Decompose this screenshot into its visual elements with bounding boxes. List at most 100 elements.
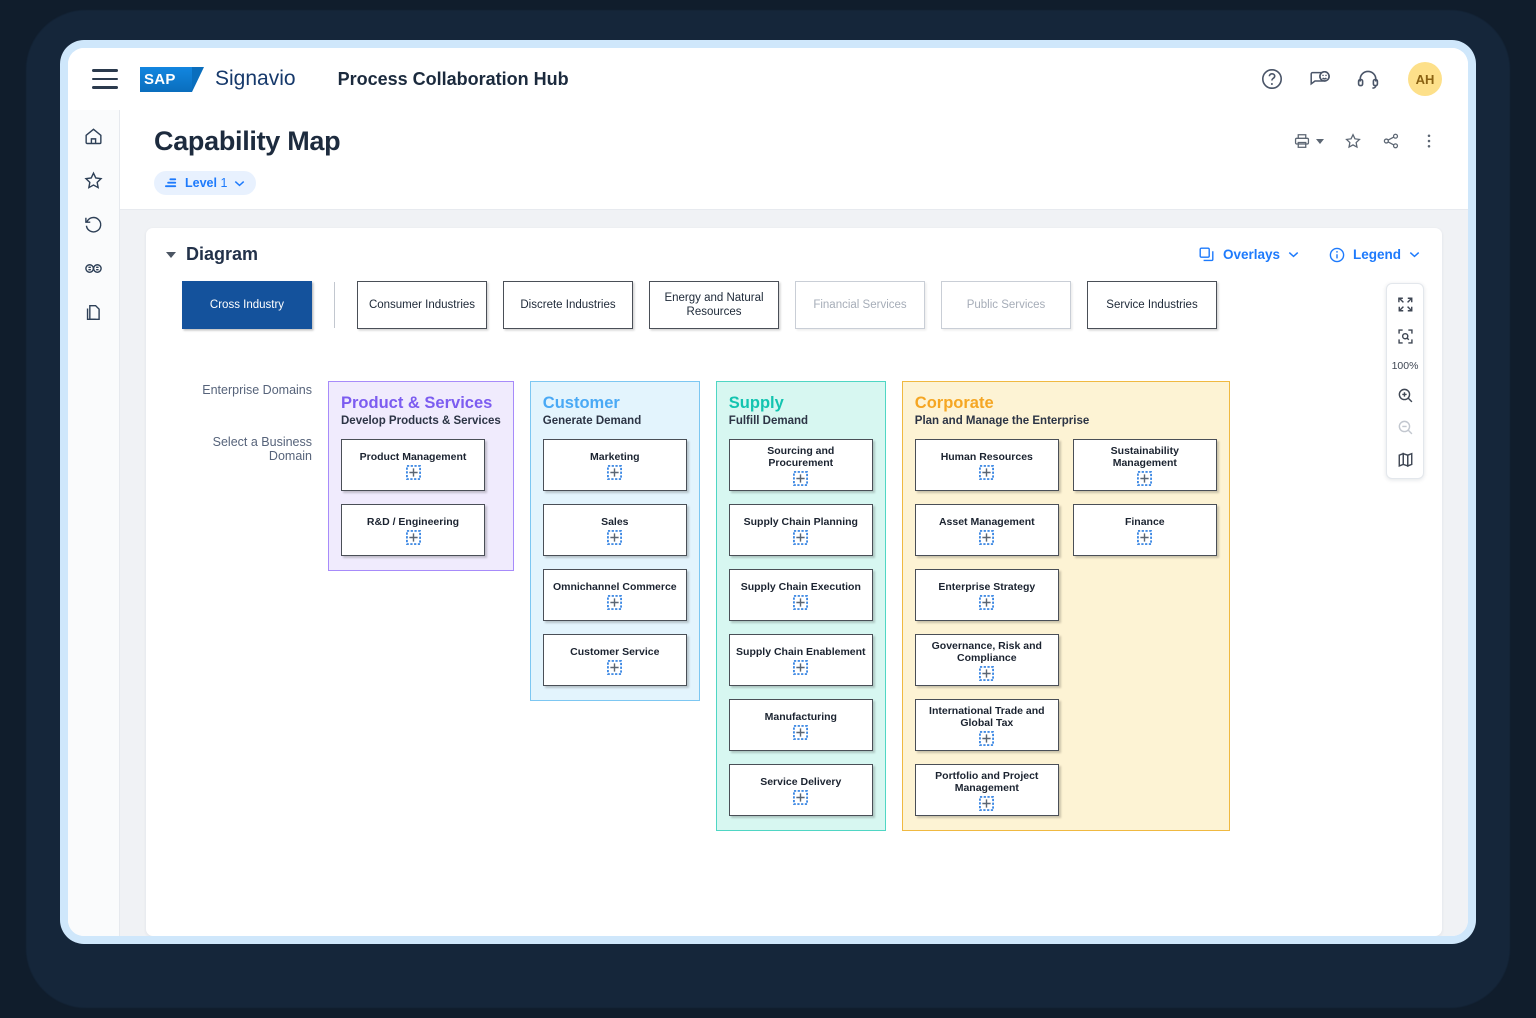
capability-card[interactable]: Governance, Risk and Compliance xyxy=(914,634,1059,686)
capability-card[interactable]: Customer Service xyxy=(542,634,687,686)
browser-window: SAP Signavio Process Collaboration Hub xyxy=(62,42,1474,942)
expand-plus-icon[interactable] xyxy=(607,529,623,545)
capability-card-label: Enterprise Strategy xyxy=(938,581,1036,594)
capability-card[interactable]: Portfolio and Project Management xyxy=(914,764,1059,816)
expand-plus-icon[interactable] xyxy=(979,795,995,811)
page-header: Capability Map xyxy=(120,110,1468,210)
domain-group-title: Customer xyxy=(542,394,620,412)
app-title: Process Collaboration Hub xyxy=(337,68,569,89)
print-icon[interactable] xyxy=(1293,132,1311,150)
expand-plus-icon[interactable] xyxy=(793,789,809,805)
capability-card[interactable]: Marketing xyxy=(542,439,687,491)
expand-plus-icon[interactable] xyxy=(793,659,809,675)
print-dropdown-caret-icon[interactable] xyxy=(1316,138,1324,144)
feedback-icon[interactable] xyxy=(1308,67,1332,91)
capability-card-label: Sustainability Management xyxy=(1110,445,1179,469)
capability-card[interactable]: Omnichannel Commerce xyxy=(542,569,687,621)
collections-icon[interactable] xyxy=(83,302,104,323)
expand-plus-icon[interactable] xyxy=(1137,470,1153,486)
industry-tab[interactable]: Cross Industry xyxy=(182,281,312,329)
expand-plus-icon[interactable] xyxy=(405,464,421,480)
diagram-panel-area: Diagram xyxy=(120,210,1468,936)
history-icon[interactable] xyxy=(83,214,104,235)
expand-plus-icon[interactable] xyxy=(607,594,623,610)
domain-group-title: Corporate xyxy=(914,394,994,412)
industry-tab[interactable]: Energy and Natural Resources xyxy=(649,281,779,329)
capability-card[interactable]: Asset Management xyxy=(914,504,1059,556)
domain-group-title: Product & Services xyxy=(341,394,493,412)
capability-card[interactable]: Supply Chain Execution xyxy=(728,569,873,621)
expand-plus-icon[interactable] xyxy=(793,594,809,610)
capability-card-label: Portfolio and Project Management xyxy=(935,770,1039,794)
capability-card[interactable]: Supply Chain Enablement xyxy=(728,634,873,686)
chevron-down-icon[interactable] xyxy=(1288,251,1299,258)
overlays-button[interactable]: Overlays xyxy=(1199,247,1299,263)
chevron-down-icon[interactable] xyxy=(234,180,245,187)
capability-card[interactable]: Sourcing and Procurement xyxy=(728,439,873,491)
expand-plus-icon[interactable] xyxy=(793,470,809,486)
minimap-icon[interactable] xyxy=(1397,451,1414,468)
home-icon[interactable] xyxy=(83,126,104,147)
favorites-star-icon[interactable] xyxy=(83,170,104,191)
support-headset-icon[interactable] xyxy=(1356,67,1380,91)
industry-tab-label: Cross Industry xyxy=(209,298,285,311)
industry-tab[interactable]: Service Industries xyxy=(1087,281,1217,329)
capability-card[interactable]: Enterprise Strategy xyxy=(914,569,1059,621)
hamburger-menu-icon[interactable] xyxy=(92,69,118,89)
print-button[interactable] xyxy=(1293,132,1324,150)
signavio-wordmark: Signavio xyxy=(215,67,296,90)
user-avatar[interactable]: AH xyxy=(1408,62,1442,96)
expand-plus-icon[interactable] xyxy=(979,529,995,545)
capability-card[interactable]: Human Resources xyxy=(914,439,1059,491)
capability-card[interactable]: Finance xyxy=(1072,504,1217,556)
favorite-star-icon[interactable] xyxy=(1344,132,1362,150)
zoom-out-icon[interactable] xyxy=(1397,419,1414,436)
expand-plus-icon[interactable] xyxy=(405,529,421,545)
glossary-icon[interactable] xyxy=(83,258,104,279)
collapse-diagram-caret-icon[interactable] xyxy=(166,251,176,258)
diagram-canvas[interactable]: Cross Industry Consumer Industries Discret… xyxy=(146,275,1442,936)
legend-button[interactable]: Legend xyxy=(1329,247,1420,263)
expand-plus-icon[interactable] xyxy=(607,659,623,675)
capability-card-label: Customer Service xyxy=(570,646,660,659)
capability-card[interactable]: R&D / Engineering xyxy=(341,504,485,556)
level-filter-dropdown[interactable]: Level 1 xyxy=(154,171,257,195)
sap-signavio-logo[interactable]: SAP Signavio xyxy=(140,66,296,92)
capability-map-area: Enterprise Domains Select a Business Dom… xyxy=(168,329,1420,831)
capability-card[interactable]: Manufacturing xyxy=(728,699,873,751)
capability-card[interactable]: Product Management xyxy=(341,439,485,491)
expand-plus-icon[interactable] xyxy=(1137,529,1153,545)
capability-card[interactable]: Sustainability Management xyxy=(1072,439,1217,491)
share-icon[interactable] xyxy=(1382,132,1400,150)
layers-icon xyxy=(1199,247,1215,263)
capability-card[interactable]: Supply Chain Planning xyxy=(728,504,873,556)
expand-plus-icon[interactable] xyxy=(793,529,809,545)
expand-plus-icon[interactable] xyxy=(793,724,809,740)
capability-card[interactable]: Service Delivery xyxy=(728,764,873,816)
help-icon[interactable] xyxy=(1260,67,1284,91)
expand-plus-icon[interactable] xyxy=(979,464,995,480)
industry-tab[interactable]: Discrete Industries xyxy=(503,281,633,329)
industry-tab-label: Discrete Industries xyxy=(520,298,616,311)
capability-card-label: Service Delivery xyxy=(760,776,842,789)
expand-plus-icon[interactable] xyxy=(979,730,995,746)
level-filter-value: 1 xyxy=(220,176,228,190)
capability-card[interactable]: Sales xyxy=(542,504,687,556)
expand-plus-icon[interactable] xyxy=(607,464,623,480)
industry-tab[interactable]: Consumer Industries xyxy=(357,281,487,329)
capability-card[interactable]: International Trade and Global Tax xyxy=(914,699,1059,751)
fit-to-screen-icon[interactable] xyxy=(1397,328,1414,345)
fullscreen-icon[interactable] xyxy=(1397,296,1414,313)
expand-plus-icon[interactable] xyxy=(979,665,995,681)
expand-plus-icon[interactable] xyxy=(979,594,995,610)
chevron-down-icon[interactable] xyxy=(1409,251,1420,258)
industry-tab-separator xyxy=(334,282,335,328)
more-options-icon[interactable] xyxy=(1420,132,1438,150)
select-business-domain-label: Select a Business Domain xyxy=(212,435,312,463)
zoom-in-icon[interactable] xyxy=(1397,387,1414,404)
